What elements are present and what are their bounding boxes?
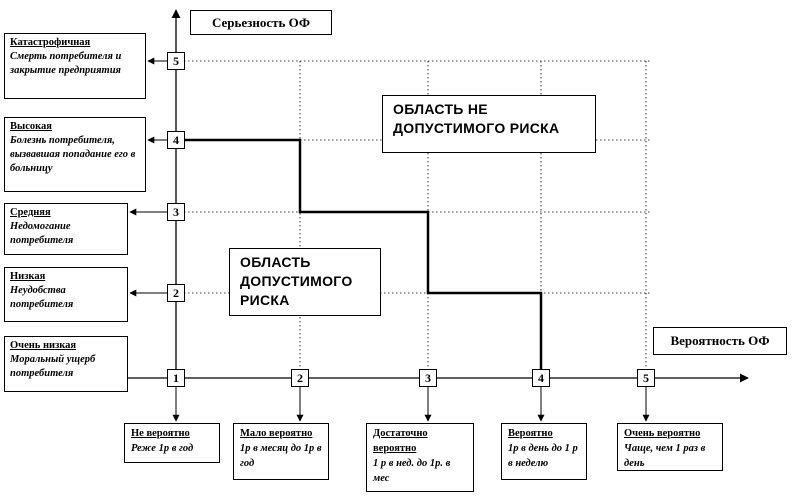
y-level-badge: 4 — [167, 131, 185, 149]
region-acceptable-risk: ОБЛАСТЬ ДОПУСТИМОГО РИСКА — [229, 248, 381, 316]
y-level-badge: 2 — [167, 284, 185, 302]
risk-boundary-line — [176, 138, 543, 378]
probability-description: Реже 1р в год — [131, 443, 194, 454]
x-level-badge: 2 — [291, 369, 309, 387]
probability-title: Достаточно вероятно — [373, 428, 428, 454]
probability-description: 1р в месяц до 1р в год — [240, 443, 322, 469]
probability-title: Очень вероятно — [624, 428, 701, 439]
probability-box-very-likely: Очень вероятно Чаще, чем 1 раз в день — [617, 423, 723, 471]
probability-box-seldom: Мало вероятно 1р в месяц до 1р в год — [233, 423, 329, 480]
severity-title: Очень низкая — [10, 340, 77, 351]
x-axis-title: Вероятность ОФ — [653, 327, 787, 355]
y-axis-title: Серьезность ОФ — [190, 10, 332, 35]
severity-description: Смерть потребителя и закрытие предприяти… — [10, 51, 122, 76]
probability-title: Вероятно — [508, 428, 553, 439]
x-level-badge: 5 — [637, 369, 655, 387]
probability-box-likely: Вероятно 1р в день до 1 р в неделю — [501, 423, 587, 480]
severity-title: Катастрофичная — [10, 37, 91, 48]
x-level-badge: 4 — [532, 369, 550, 387]
severity-box-very-low: Очень низкая Моральный ущерб потребителя — [4, 336, 128, 392]
probability-box-fairly-likely: Достаточно вероятно 1 р в нед. до 1р. в … — [366, 423, 474, 492]
severity-box-high: Высокая Болезнь потребителя, вызвавшая п… — [4, 117, 146, 192]
severity-box-medium: Средняя Недомогание потребителя — [4, 203, 128, 255]
x-level-badge: 3 — [419, 369, 437, 387]
region-unacceptable-risk: ОБЛАСТЬ НЕ ДОПУСТИМОГО РИСКА — [382, 95, 596, 153]
probability-description: 1 р в нед. до 1р. в мес — [373, 458, 451, 484]
severity-title: Низкая — [10, 271, 46, 282]
severity-description: Моральный ущерб потребителя — [10, 354, 96, 379]
x-level-badge: 1 — [167, 369, 185, 387]
y-level-badge: 3 — [167, 203, 185, 221]
severity-title: Средняя — [10, 207, 51, 218]
probability-title: Мало вероятно — [240, 428, 313, 439]
probability-description: 1р в день до 1 р в неделю — [508, 443, 578, 469]
probability-box-unlikely: Не вероятно Реже 1р в год — [124, 423, 220, 463]
severity-box-catastrophic: Катастрофичная Смерть потребителя и закр… — [4, 33, 146, 99]
severity-description: Болезнь потребителя, вызвавшая попадание… — [10, 135, 136, 174]
probability-title: Не вероятно — [131, 428, 190, 439]
severity-title: Высокая — [10, 121, 52, 132]
severity-description: Неудобства потребителя — [10, 285, 74, 310]
probability-description: Чаще, чем 1 раз в день — [624, 443, 706, 469]
y-level-badge: 5 — [167, 52, 185, 70]
severity-description: Недомогание потребителя — [10, 221, 74, 246]
severity-box-low: Низкая Неудобства потребителя — [4, 267, 128, 322]
